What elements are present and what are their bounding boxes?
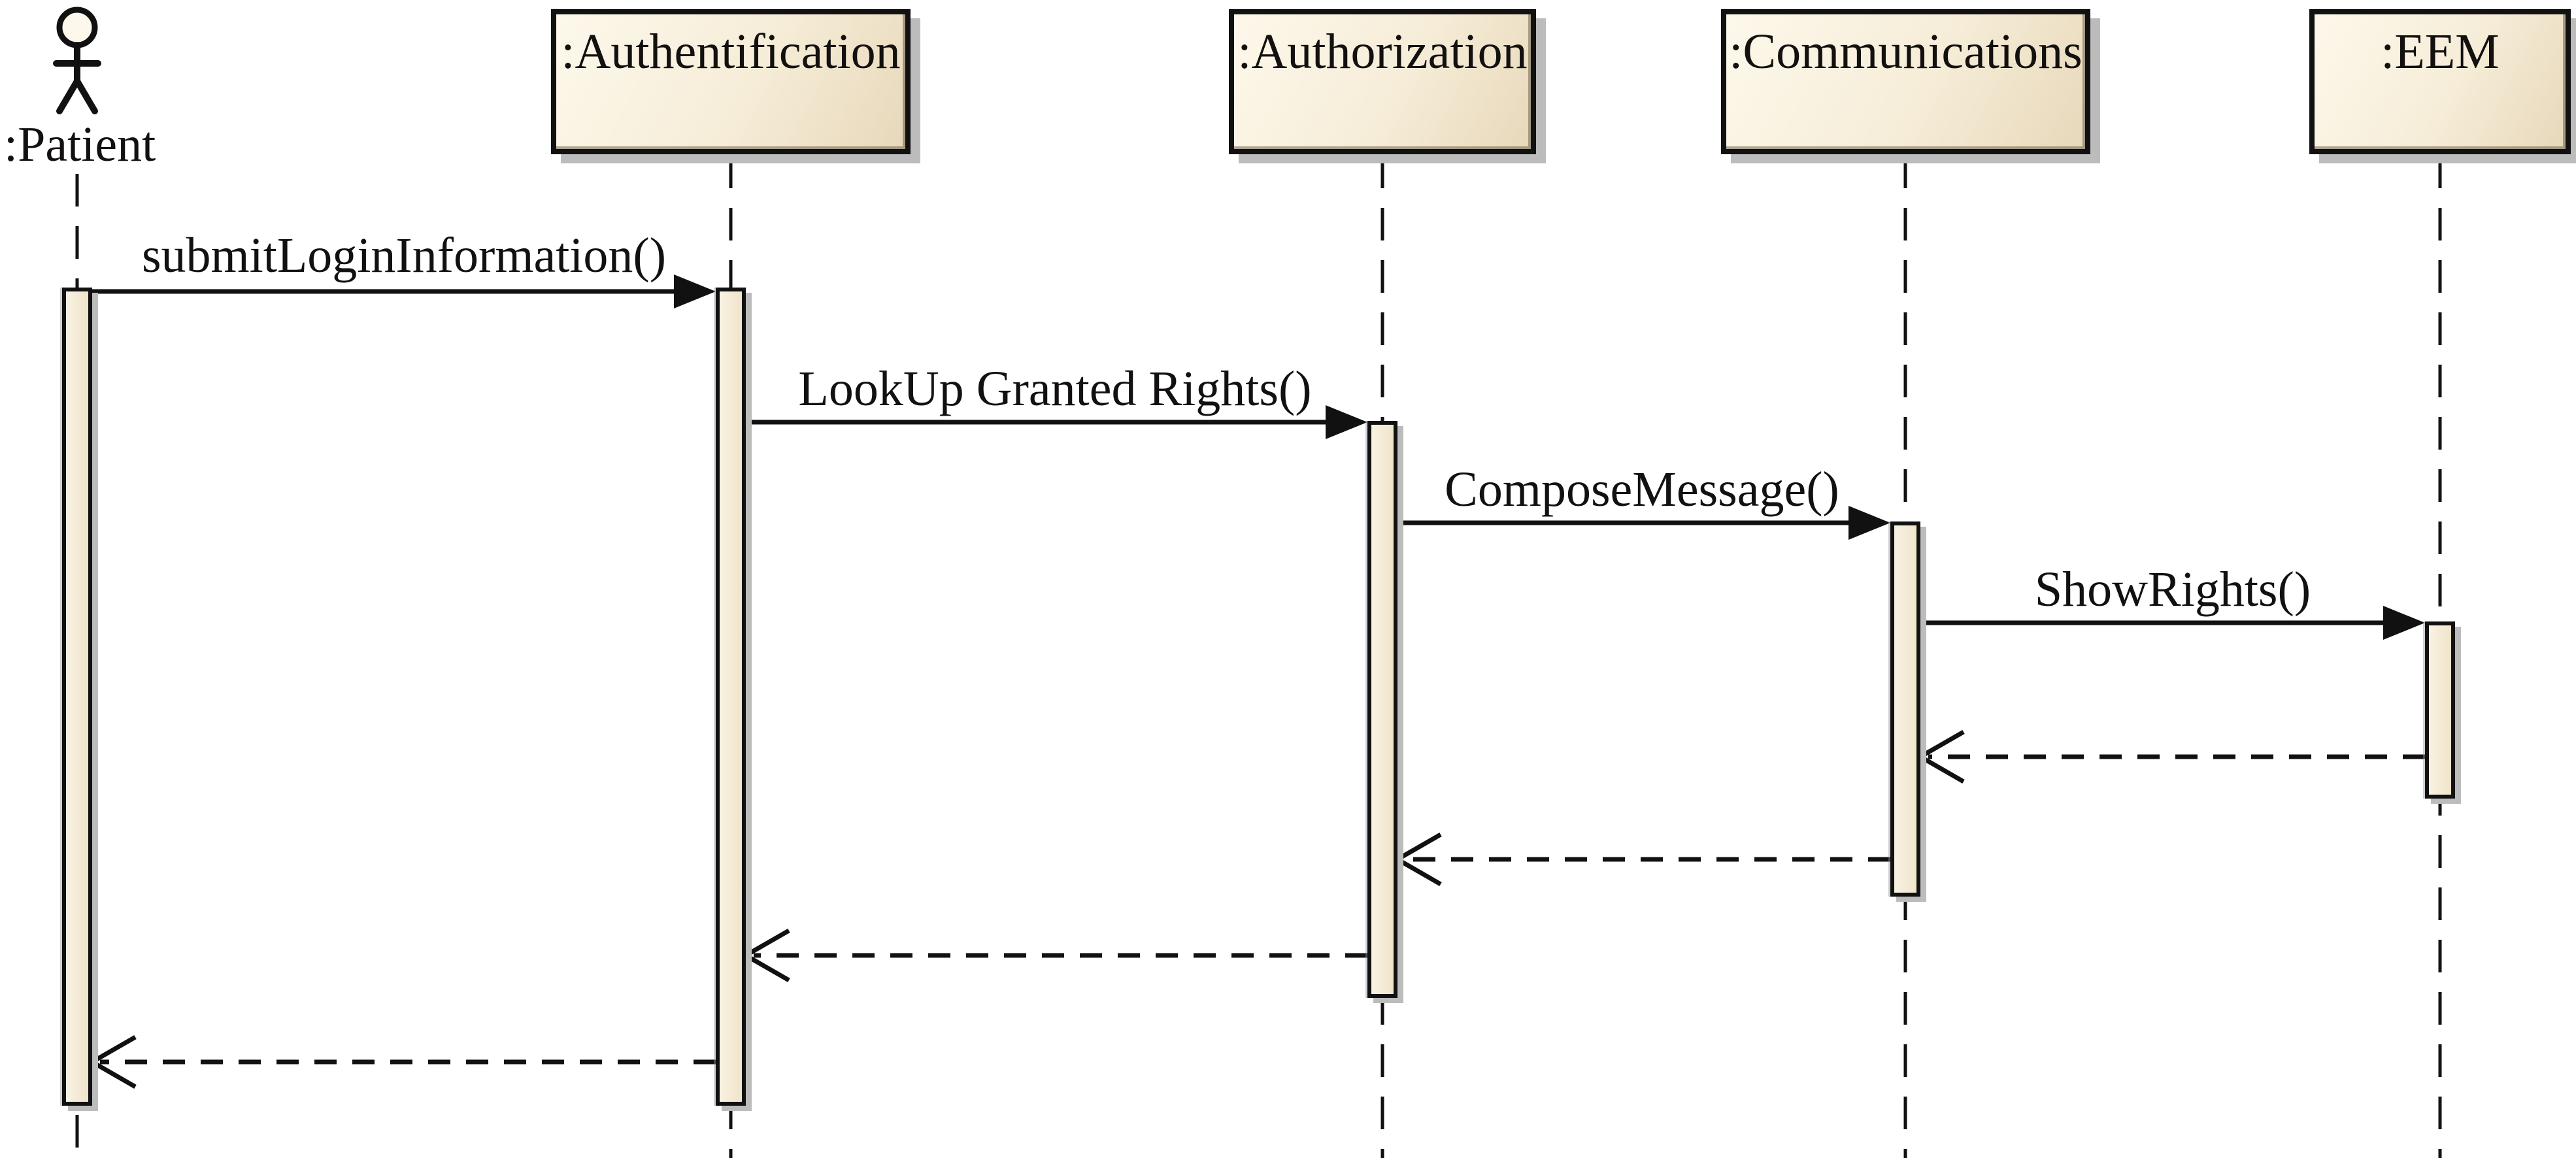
message-label-show-rights: ShowRights() [2034,562,2311,617]
return-arrow-authentification-to-patient [87,1034,716,1089]
arrowhead-icon [674,274,716,308]
object-box-eem: :EEM [2309,9,2571,154]
activation-bar-patient [62,288,92,1106]
object-label: :EEM [2381,24,2500,79]
arrowhead-icon [2383,606,2425,640]
call-arrow-lookup-granted-rights [746,405,1367,439]
activation-bar-communications [1890,521,1920,897]
return-arrow-communications-to-authorization [1392,832,1890,887]
object-label: :Authentification [561,24,901,79]
arrowhead-icon [1848,506,1890,540]
actor-label-patient: :Patient [4,117,156,172]
call-arrow-show-rights [1920,606,2425,640]
open-arrowhead-icon [1915,729,1965,784]
activation-bar-eem [2425,621,2455,799]
activation-bar-authorization [1367,421,1397,998]
call-arrow-submit-login-information [92,274,716,308]
open-arrowhead-icon [741,928,790,983]
open-arrowhead-icon [1392,832,1442,887]
message-label-submit-login-information: submitLoginInformation() [141,228,667,283]
object-box-authentification: :Authentification [551,9,911,154]
object-box-authorization: :Authorization [1229,9,1536,154]
return-arrow-authorization-to-authentification [741,928,1367,983]
object-box-communications: :Communications [1721,9,2090,154]
actor-stick-figure-icon [53,7,101,114]
object-label: :Communications [1729,24,2083,79]
arrowhead-icon [1326,405,1367,439]
open-arrowhead-icon [87,1034,137,1089]
return-arrow-eem-to-communications [1915,729,2425,784]
call-arrow-compose-message [1397,506,1890,540]
activation-bar-authentification [716,288,746,1106]
object-label: :Authorization [1237,24,1528,79]
message-label-compose-message: ComposeMessage() [1445,462,1839,517]
message-label-lookup-granted-rights: LookUp Granted Rights() [798,361,1312,416]
